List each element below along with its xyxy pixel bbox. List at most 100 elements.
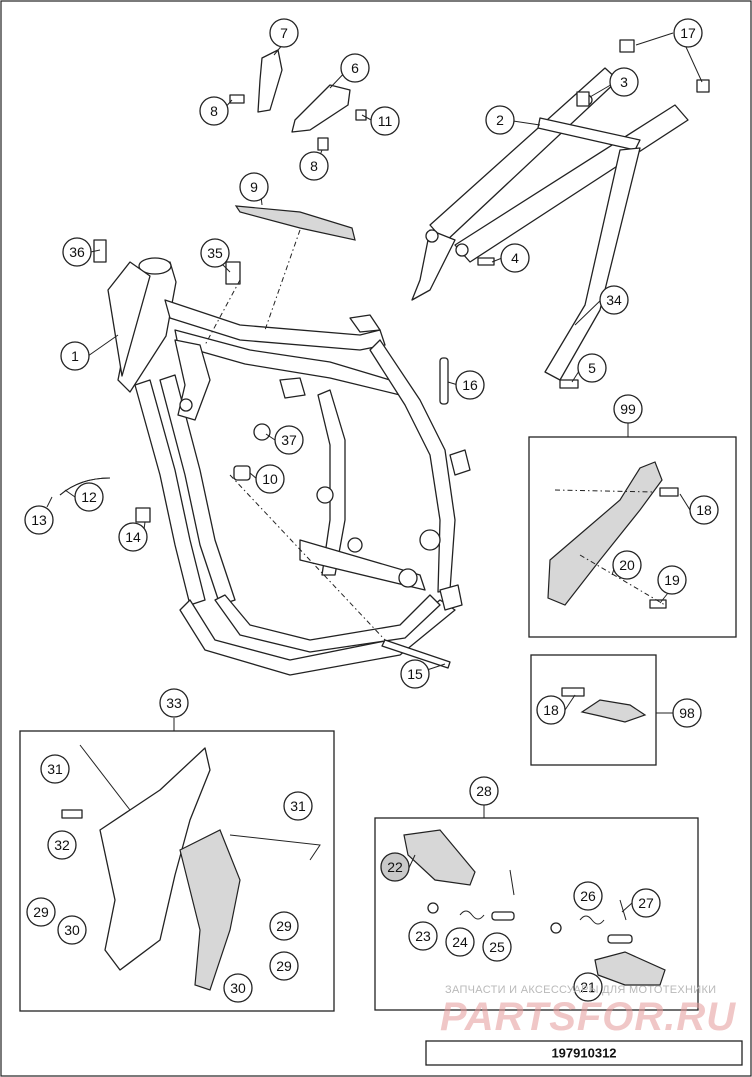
callout-label: 14	[125, 529, 141, 545]
frame-guards-drawing	[61, 744, 321, 991]
callout-label: 37	[281, 432, 297, 448]
callout-30b: 30	[223, 973, 253, 1003]
callout-label: 29	[276, 958, 292, 974]
callout-label: 22	[387, 859, 403, 875]
callout-label: 26	[580, 888, 596, 904]
callout-label: 24	[452, 934, 468, 950]
callout-label: 18	[696, 502, 712, 518]
callout-label: 8	[310, 158, 318, 174]
footrests-drawing	[403, 829, 666, 986]
callout-label: 5	[588, 360, 596, 376]
callout-10: 10	[255, 464, 285, 494]
subframe-drawing	[411, 67, 689, 381]
callout-21: 21	[573, 972, 603, 1002]
callout-label: 33	[166, 695, 182, 711]
watermark-small-text: ЗАПЧАСТИ И АКСЕССУАРЫ ДЛЯ МОТОТЕХНИКИ	[445, 984, 716, 996]
callout-label: 16	[462, 377, 478, 393]
callout-label: 15	[407, 666, 423, 682]
box-frame-guards	[19, 730, 335, 1012]
callout-28: 28	[469, 776, 499, 806]
callout-12: 12	[74, 482, 104, 512]
drawing-number: 197910312	[551, 1046, 616, 1061]
callout-label: 4	[511, 250, 519, 266]
callout-9: 9	[239, 172, 269, 202]
callout-11: 11	[370, 106, 400, 136]
callout-32: 32	[47, 830, 77, 860]
callout-13: 13	[24, 505, 54, 535]
callout-8a: 8	[199, 96, 229, 126]
callout-29c: 29	[269, 951, 299, 981]
callout-label: 31	[290, 798, 306, 814]
callout-16: 16	[455, 370, 485, 400]
callout-label: 23	[415, 928, 431, 944]
callout-3: 3	[609, 67, 639, 97]
small-parts-drawing	[59, 39, 710, 669]
callout-label: 34	[606, 292, 622, 308]
slider-drawing	[561, 687, 647, 723]
callout-7: 7	[269, 18, 299, 48]
callout-18a: 18	[689, 495, 719, 525]
callout-label: 11	[378, 113, 393, 129]
callout-15: 15	[400, 659, 430, 689]
box-slider	[530, 654, 657, 766]
callout-label: 99	[620, 401, 636, 417]
callout-label: 17	[680, 25, 696, 41]
callout-4: 4	[500, 243, 530, 273]
callout-label: 28	[476, 783, 492, 799]
callout-2: 2	[485, 105, 515, 135]
callout-label: 29	[276, 918, 292, 934]
callout-35: 35	[200, 238, 230, 268]
callout-label: 21	[580, 979, 596, 995]
callout-33: 33	[159, 688, 189, 718]
callout-34: 34	[599, 285, 629, 315]
callout-24: 24	[445, 927, 475, 957]
callout-22: 22	[380, 852, 410, 882]
callout-label: 30	[230, 980, 246, 996]
callout-37: 37	[274, 425, 304, 455]
callout-31a: 31	[40, 754, 70, 784]
callout-17: 17	[673, 18, 703, 48]
callout-14: 14	[118, 522, 148, 552]
callout-label: 36	[69, 244, 85, 260]
callout-18b: 18	[536, 695, 566, 725]
callout-label: 31	[47, 761, 63, 777]
callout-19: 19	[657, 565, 687, 595]
callout-29b: 29	[269, 911, 299, 941]
callout-31b: 31	[283, 791, 313, 821]
callout-8b: 8	[299, 151, 329, 181]
drawing-number-box	[425, 1040, 743, 1066]
callout-label: 27	[638, 895, 654, 911]
callout-label: 3	[620, 74, 628, 90]
callout-label: 8	[210, 103, 218, 119]
callout-label: 98	[679, 705, 695, 721]
callout-1: 1	[60, 341, 90, 371]
callout-25: 25	[482, 932, 512, 962]
callout-label: 7	[280, 25, 288, 41]
watermark-large-text: PARTSFOR.RU	[440, 995, 736, 1039]
callout-label: 20	[619, 557, 635, 573]
callout-label: 1	[71, 348, 79, 364]
box-footrests	[374, 817, 699, 1011]
callout-label: 30	[64, 922, 80, 938]
callout-30a: 30	[57, 915, 87, 945]
callout-label: 25	[489, 939, 505, 955]
assembly-lines	[204, 229, 666, 641]
callout-99: 99	[613, 394, 643, 424]
callout-29a: 29	[26, 897, 56, 927]
callout-27: 27	[631, 888, 661, 918]
box-chain-guide	[528, 436, 737, 638]
callout-6: 6	[340, 53, 370, 83]
callout-98: 98	[672, 698, 702, 728]
callout-label: 12	[81, 489, 97, 505]
callout-5: 5	[577, 353, 607, 383]
callout-label: 19	[664, 572, 680, 588]
callout-label: 13	[31, 512, 47, 528]
chain-guide-drawing	[547, 461, 679, 609]
main-frame-drawing	[117, 257, 471, 676]
callout-label: 6	[351, 60, 359, 76]
callout-label: 29	[33, 904, 49, 920]
callout-36: 36	[62, 237, 92, 267]
callout-26: 26	[573, 881, 603, 911]
callout-label: 18	[543, 702, 559, 718]
